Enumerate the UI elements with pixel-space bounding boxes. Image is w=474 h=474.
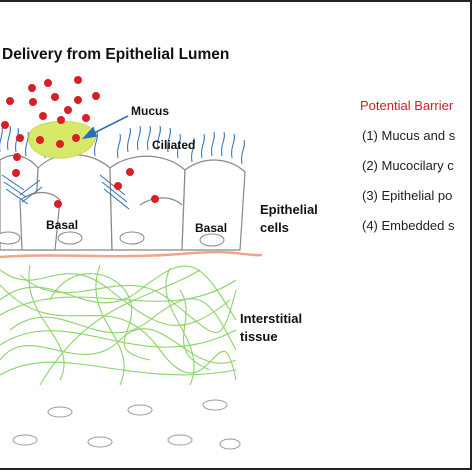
barrier-item: (1) Mucus and s: [362, 128, 456, 143]
epithelial-label-line1: Epithelial: [260, 202, 318, 217]
interstitial-fibers: [0, 264, 237, 386]
barrier-item: (4) Embedded s: [362, 218, 455, 233]
mucus-arrow: [81, 115, 129, 140]
epithelial-nuclei: [0, 231, 225, 247]
epithelial-cells-label: Epithelial cells: [260, 201, 318, 237]
epithelial-label-line2: cells: [260, 220, 289, 235]
interstitial-nuclei: [12, 399, 241, 450]
epithelial-cells: [0, 153, 246, 251]
interstitial-label-line1: Interstitial: [240, 311, 303, 326]
barriers-heading: Potential Barrier: [360, 98, 454, 113]
diagram-title: Delivery from Epithelial Lumen: [2, 46, 230, 63]
mucus-label: Mucus: [131, 104, 170, 118]
basal-label-right: Basal: [195, 221, 228, 235]
basement-membrane: [0, 250, 263, 259]
ciliated-label: Ciliated: [152, 138, 196, 152]
particles: [1, 76, 159, 208]
barrier-item: (2) Mucocilary c: [362, 158, 454, 173]
interstitial-label-line2: tissue: [240, 329, 278, 344]
barrier-item: (3) Epithelial po: [362, 188, 453, 203]
basal-label-left: Basal: [46, 218, 79, 232]
interstitial-tissue-label: Interstitial tissue: [240, 310, 302, 346]
